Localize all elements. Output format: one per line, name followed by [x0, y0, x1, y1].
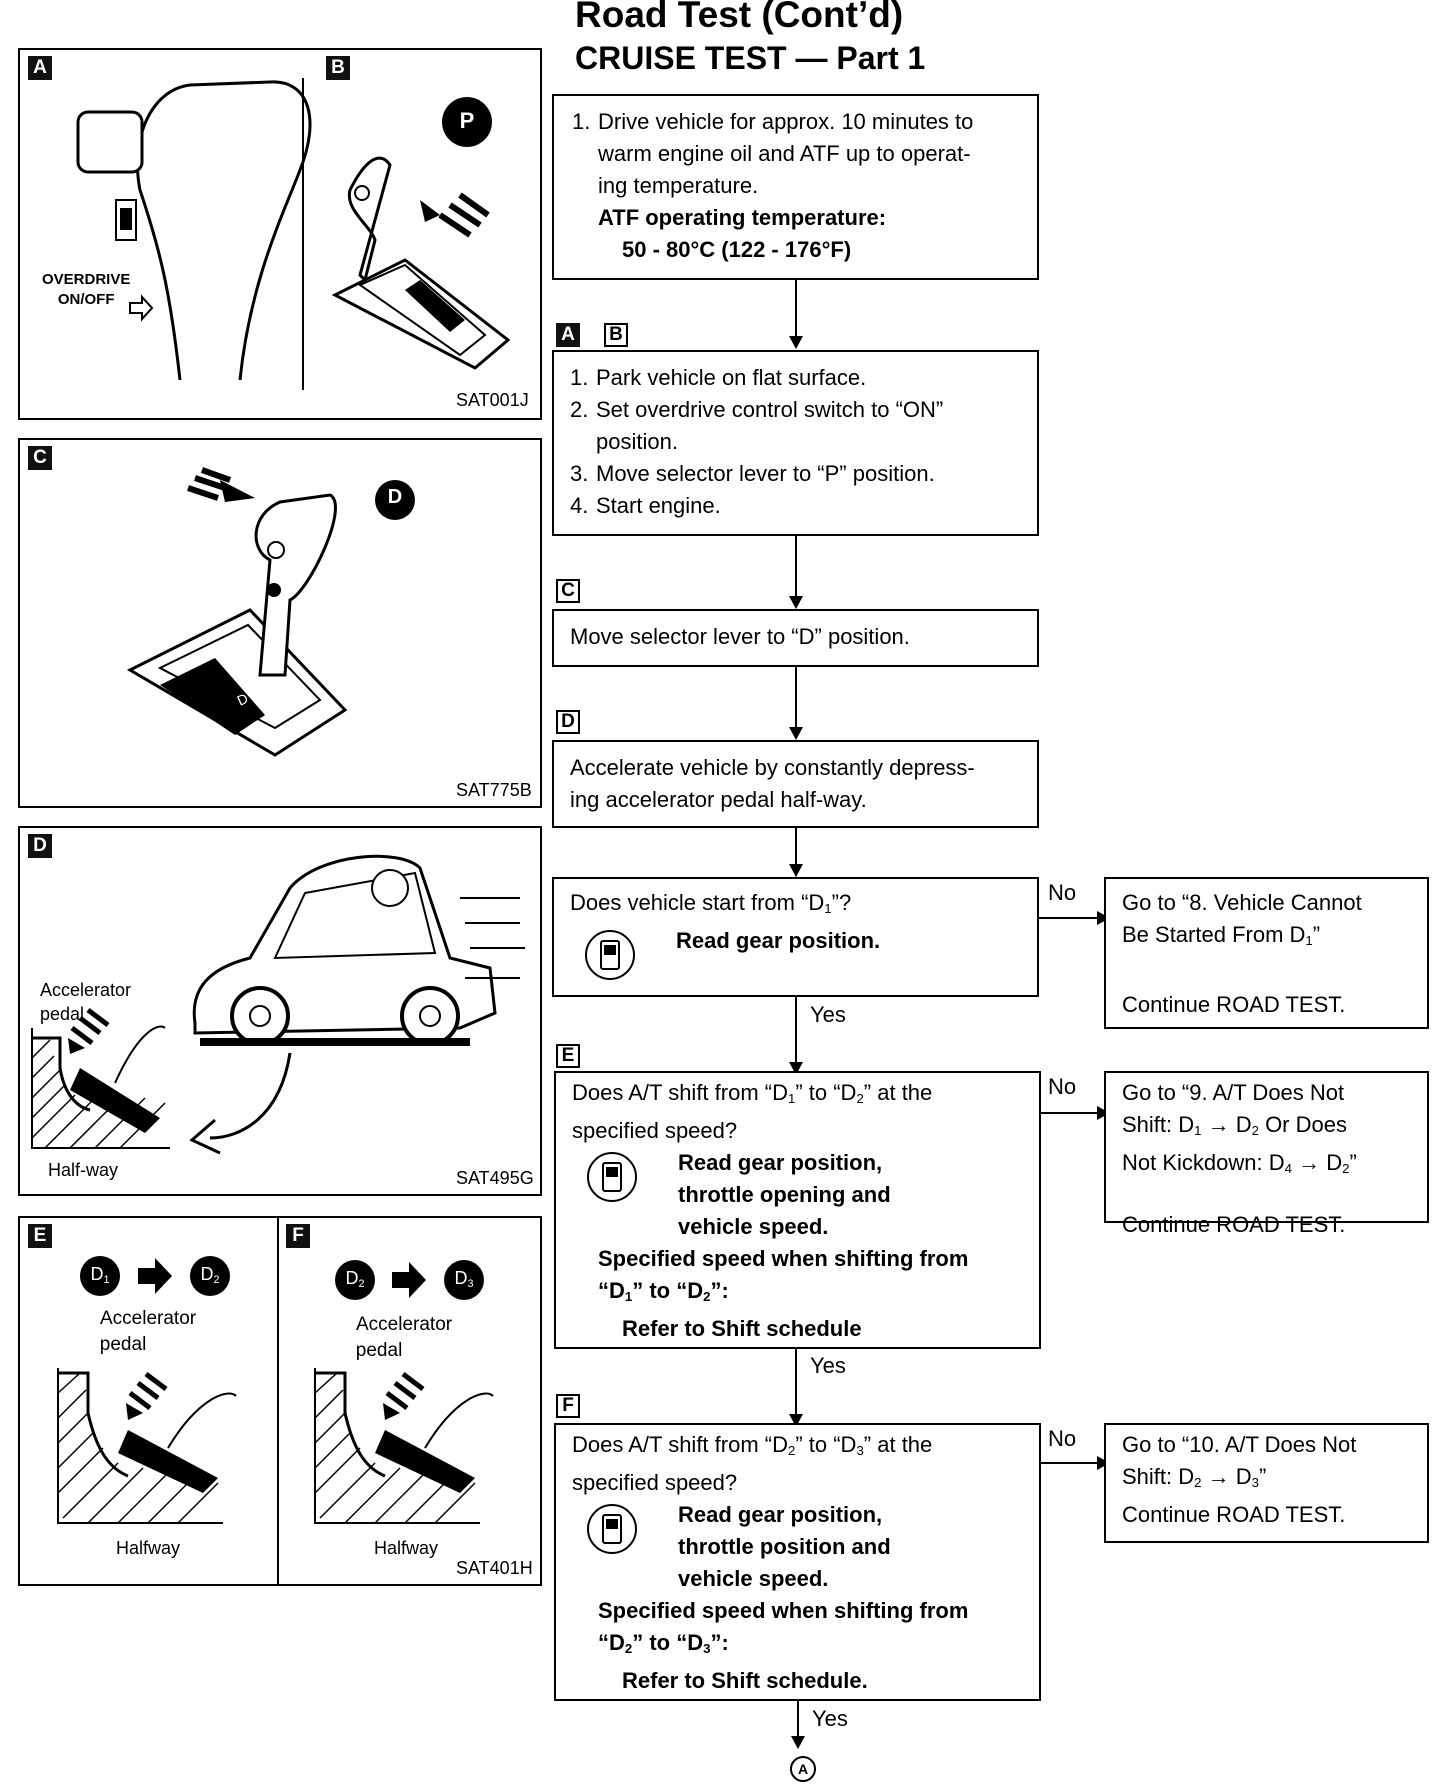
figure-tag-b: B	[326, 56, 350, 80]
consult-tester-icon	[585, 930, 635, 980]
gear-to-f: D3	[454, 1268, 474, 1290]
result-no-shift-d1-d2-box: Go to “9. A/T Does Not Shift: D1 → D2 Or…	[1104, 1071, 1429, 1237]
step-tag-b: B	[604, 323, 628, 347]
check-shift-d2-d3-box: Does A/T shift from “D2” to “D3” at the …	[554, 1423, 1041, 1701]
selector-d-illustration: D	[126, 467, 415, 757]
figure-panel-ab: A B P OVERDRIVE ON/OFF SAT001J	[18, 48, 542, 420]
figure-code: SAT775B	[456, 780, 532, 800]
check-shift-d1-d2-box: Does A/T shift from “D1” to “D2” at the …	[554, 1071, 1041, 1349]
step-tag-d: D	[556, 710, 580, 734]
overdrive-label: OVERDRIVE ON/OFF	[42, 271, 131, 308]
no-label: No	[1048, 1426, 1077, 1451]
figure-panel-ef: E F	[18, 1216, 542, 1586]
gear-to-e: D2	[200, 1264, 220, 1286]
yes-label: Yes	[810, 1002, 846, 1027]
step-select-d-box: Move selector lever to “D” position.	[552, 609, 1039, 667]
shift-knob-illustration	[76, 80, 511, 381]
step-tag-a: A	[556, 323, 580, 347]
halfway-label-e: Halfway	[116, 1538, 181, 1558]
consult-tester-icon	[587, 1152, 637, 1202]
pedal-shift-illustration	[57, 1256, 494, 1524]
page-subtitle: CRUISE TEST — Part 1	[575, 40, 926, 76]
step-tag-e: E	[556, 1044, 580, 1068]
figure-panel-d: D Accelerator pedal Half-way SA	[18, 826, 542, 1196]
figure-panel-c: C D D SAT775B	[18, 438, 542, 808]
figure-tag-f: F	[286, 1224, 310, 1248]
figure-code: SAT001J	[456, 390, 529, 410]
figure-tag-a: A	[28, 56, 52, 80]
halfway-label: Half-way	[48, 1160, 119, 1180]
accelerator-pedal-label: Accelerator pedal	[40, 980, 132, 1024]
check-start-d1-box: Does vehicle start from “D1”? Read gear …	[552, 877, 1039, 997]
halfway-label-f: Halfway	[374, 1538, 439, 1558]
yes-label: Yes	[810, 1353, 846, 1378]
step-tag-c: C	[556, 579, 580, 603]
car-accelerating-illustration	[31, 854, 525, 1155]
result-no-shift-d2-d3-box: Go to “10. A/T Does Not Shift: D2 → D3” …	[1104, 1423, 1429, 1543]
gear-from-e: D1	[90, 1264, 110, 1286]
gear-from-f: D2	[345, 1268, 365, 1290]
step-start-engine-box: 1.Park vehicle on flat surface. 2.Set ov…	[552, 350, 1039, 536]
step-accelerate-box: Accelerate vehicle by constantly depress…	[552, 740, 1039, 828]
figure-tag-d: D	[28, 834, 52, 858]
no-label: No	[1048, 1074, 1077, 1099]
figure-tag-c: C	[28, 446, 52, 470]
drive-circle-label: D	[387, 486, 403, 508]
figure-tag-e: E	[28, 1224, 52, 1248]
page-title: Road Test (Cont’d)	[575, 0, 904, 35]
step-warm-up-box: 1.Drive vehicle for approx. 10 minutes t…	[552, 94, 1039, 280]
continuation-connector[interactable]: A	[790, 1756, 816, 1782]
question-start-d1: Does vehicle start from “D1”?	[570, 890, 852, 916]
figure-code: SAT401H	[456, 1558, 533, 1578]
park-circle-label: P	[459, 108, 475, 133]
yes-label: Yes	[812, 1706, 848, 1731]
consult-tester-icon	[587, 1504, 637, 1554]
figure-code: SAT495G	[456, 1168, 534, 1188]
result-cannot-start-box: Go to “8. Vehicle Cannot Be Started From…	[1104, 877, 1429, 1029]
no-label: No	[1048, 880, 1077, 905]
step-tag-f: F	[556, 1394, 580, 1418]
